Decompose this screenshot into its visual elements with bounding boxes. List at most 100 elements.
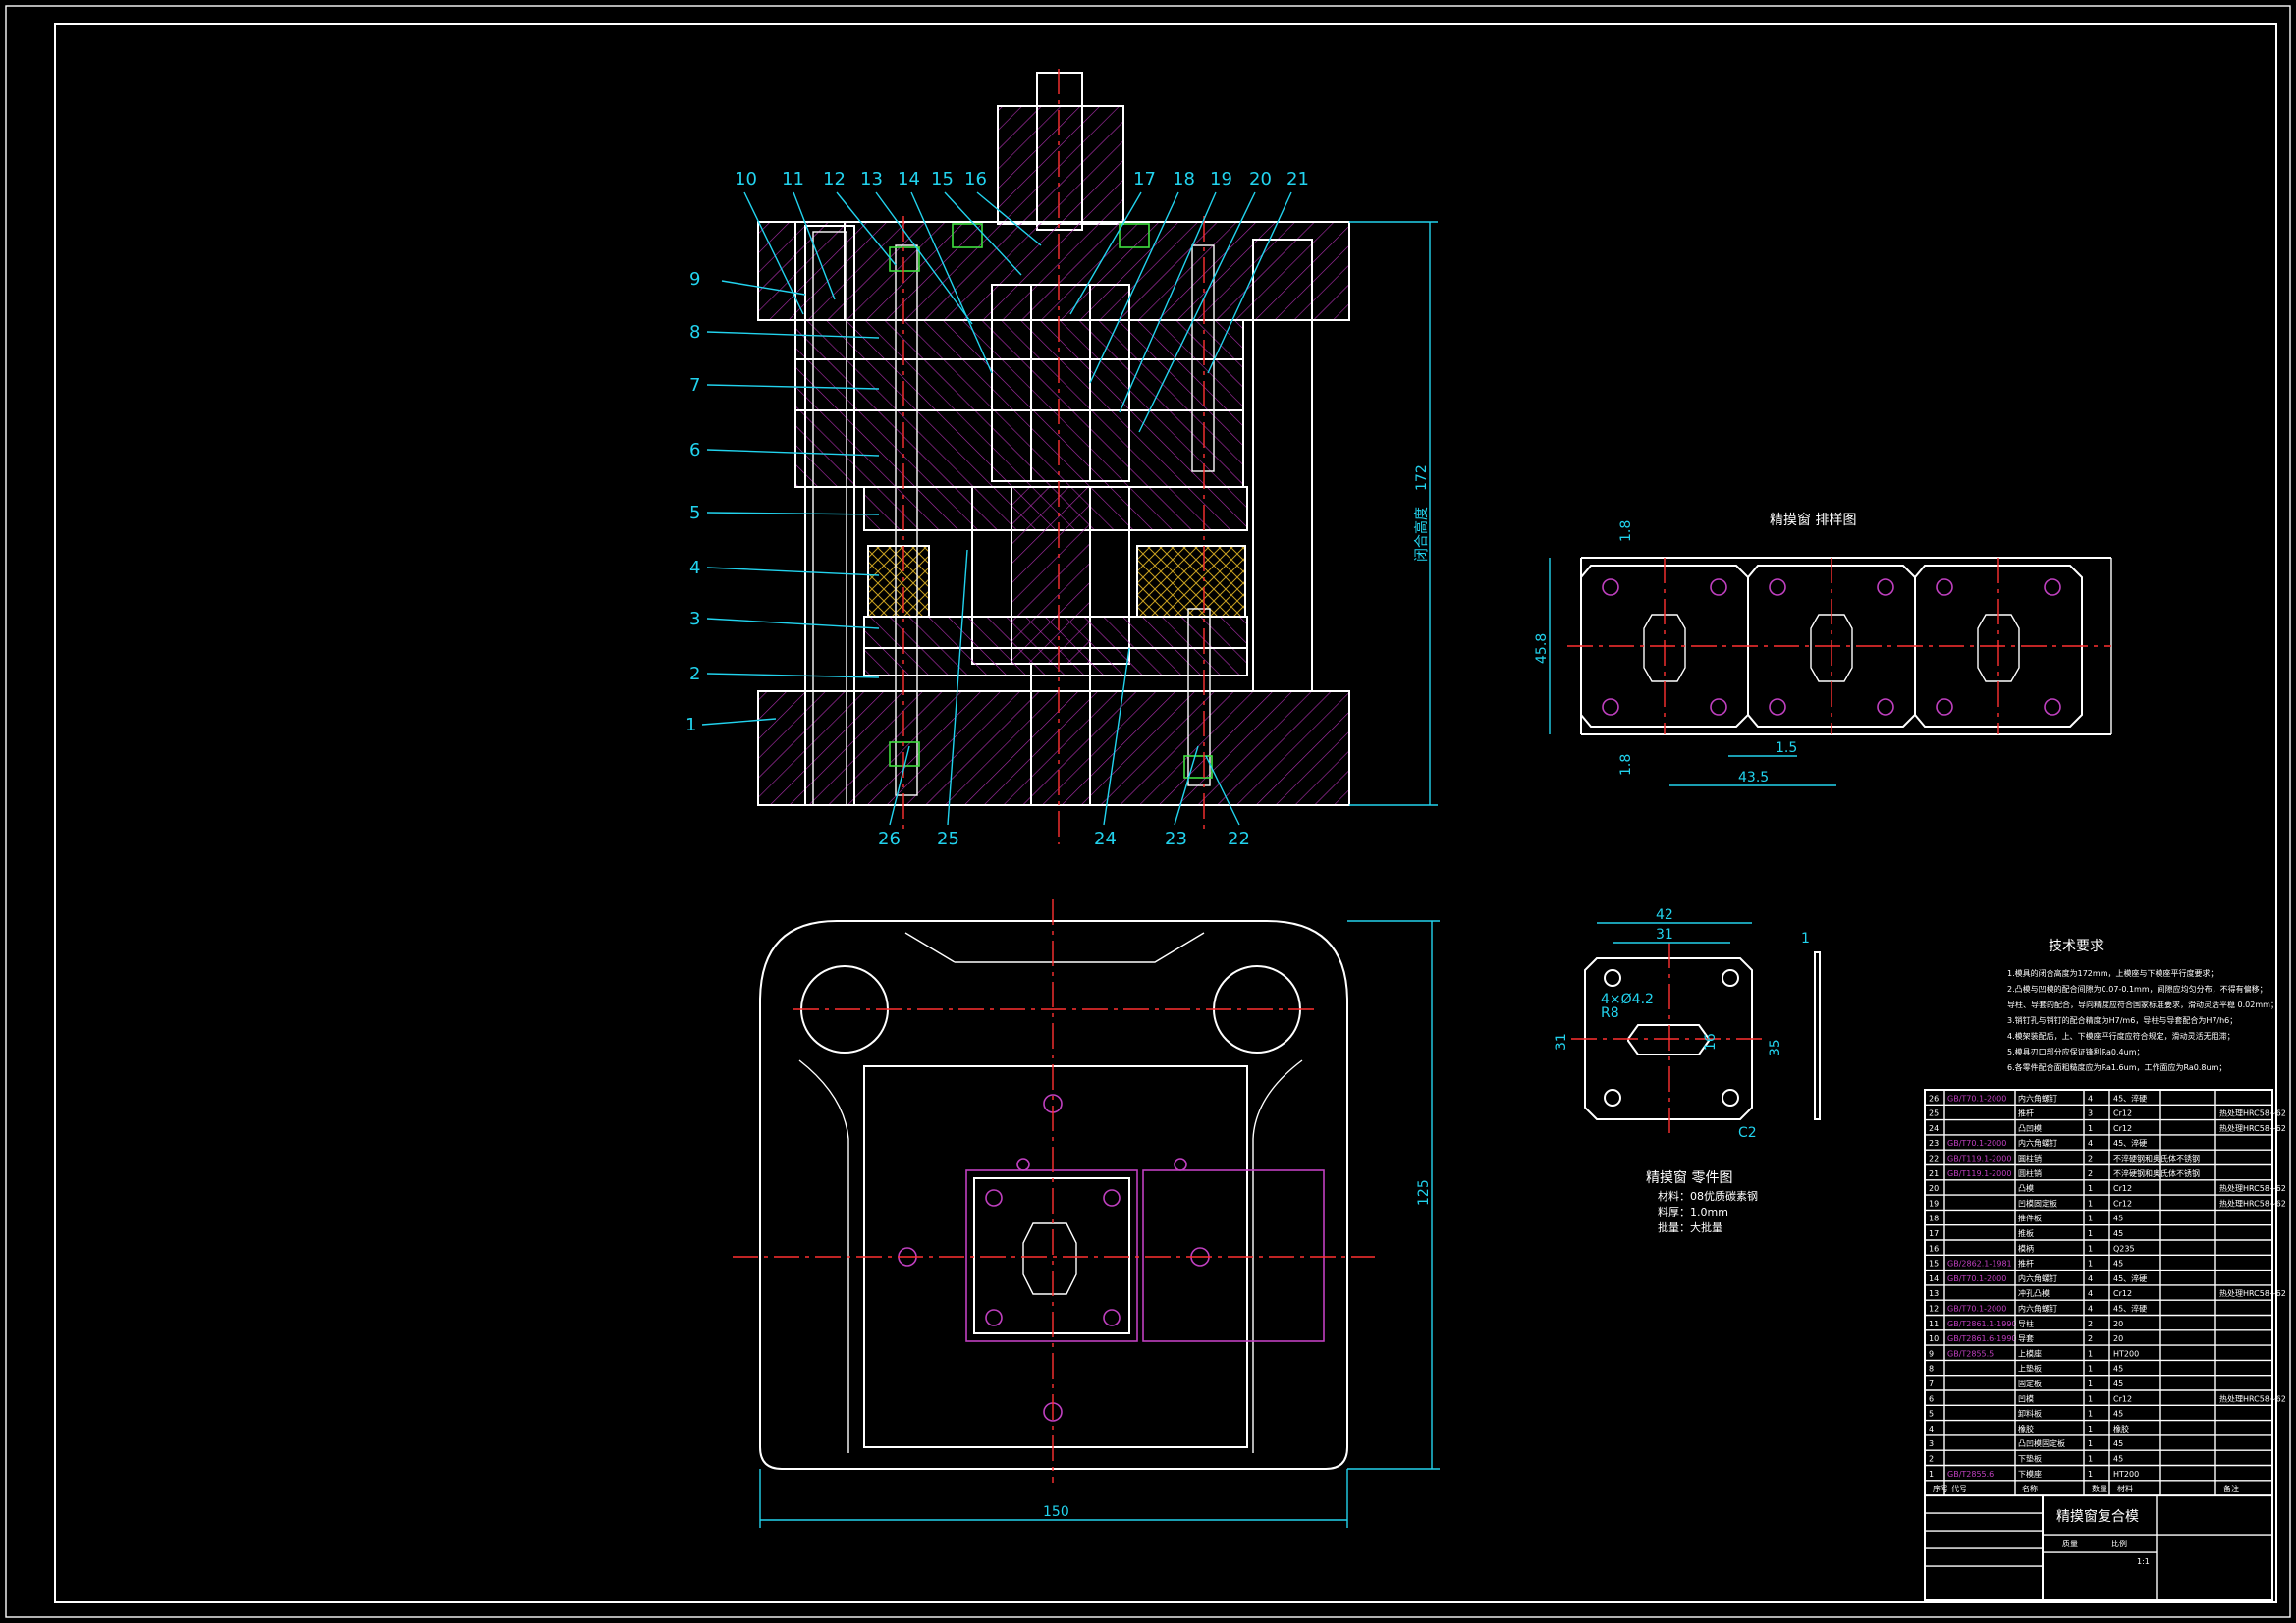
- bom-cell: 热处理HRC58~62: [2219, 1123, 2286, 1133]
- bom-cell: 4: [2088, 1094, 2093, 1103]
- layout-gap-value: 1.5: [1776, 740, 1797, 756]
- label-11: 11: [782, 169, 804, 189]
- layout-top-value: 1.8: [1618, 520, 1634, 542]
- bom-cell: 26: [1929, 1094, 1939, 1103]
- bom-cell: 45、淬硬: [2113, 1304, 2147, 1314]
- label-12: 12: [823, 169, 846, 189]
- plan-width-value: 150: [1043, 1504, 1069, 1520]
- bom-cell: 1: [2088, 1380, 2093, 1388]
- label-16: 16: [964, 169, 987, 189]
- bom-cell: GB/T70.1-2000: [1947, 1274, 2006, 1283]
- inner-border: [54, 23, 2277, 1603]
- label-8: 8: [689, 322, 700, 343]
- bom-cell: 热处理HRC58~62: [2219, 1183, 2286, 1193]
- tech-req-title: 技术要求: [2049, 939, 2104, 954]
- label-25: 25: [937, 829, 959, 849]
- outer-border: [5, 5, 2291, 1618]
- bom-cell: GB/T2861.6-1990: [1947, 1334, 2017, 1343]
- layout-h-value: 45.8: [1534, 633, 1550, 664]
- bom-cell: 8: [1929, 1365, 1934, 1374]
- bom-cell: 模柄: [2018, 1243, 2034, 1253]
- bom-cell: 4: [2088, 1274, 2093, 1283]
- bom-cell: 冲孔凸模: [2018, 1288, 2050, 1298]
- part-batch: 批量：大批量: [1658, 1220, 1722, 1234]
- bom-header-cell: 代号: [1951, 1484, 1967, 1493]
- bom-cell: 5: [1929, 1410, 1934, 1419]
- bom-cell: 橡胶: [2113, 1424, 2129, 1434]
- bom-cell: GB/T70.1-2000: [1947, 1139, 2006, 1148]
- label-5: 5: [689, 503, 700, 523]
- label-19: 19: [1210, 169, 1232, 189]
- bom-cell: 45: [2113, 1215, 2123, 1223]
- label-2: 2: [689, 664, 700, 684]
- plan-view: [733, 899, 1375, 1483]
- part-right-h: 35: [1768, 1039, 1783, 1056]
- scale-value: 1:1: [2137, 1557, 2150, 1566]
- bom-cell: 上模座: [2018, 1348, 2042, 1358]
- tech-requirements: 技术要求 1.模具的闭合高度为172mm，上模座与下模座平行度要求； 2.凸模与…: [2007, 939, 2278, 1072]
- bom-cell: 20: [2113, 1320, 2123, 1328]
- bom-cell: 1: [2088, 1439, 2093, 1448]
- part-chamfer: C2: [1738, 1125, 1757, 1141]
- bom-cell: 橡胶: [2018, 1424, 2034, 1434]
- bom-cell: 45: [2113, 1380, 2123, 1388]
- bom-cell: 4: [2088, 1305, 2093, 1314]
- bom-cell: 固定板: [2018, 1379, 2042, 1388]
- bom-cell: 热处理HRC58~62: [2219, 1198, 2286, 1208]
- bom-cell: 1: [2088, 1425, 2093, 1434]
- bom-cell: 1: [2088, 1455, 2093, 1464]
- label-15: 15: [931, 169, 954, 189]
- closed-height-label: 闭合高度: [1413, 507, 1430, 562]
- bom-cell: Cr12: [2113, 1199, 2132, 1208]
- bom-header-cell: 数量: [2092, 1484, 2107, 1493]
- bom-cell: 4: [2088, 1139, 2093, 1148]
- bom-cell: 内六角螺钉: [2018, 1273, 2057, 1283]
- mass-label: 质量: [2062, 1539, 2078, 1548]
- part-hole-callout: 4×Ø4.2: [1601, 992, 1654, 1007]
- label-7: 7: [689, 375, 700, 396]
- bom-cell: 25: [1929, 1109, 1939, 1118]
- bom-cell: 45: [2113, 1410, 2123, 1419]
- plan-height-value: 125: [1416, 1179, 1432, 1206]
- bom-cell: 推件板: [2018, 1214, 2042, 1223]
- bom-cell: 2: [2088, 1155, 2093, 1163]
- bom-cell: 1: [2088, 1215, 2093, 1223]
- tech-req-item-7: 6.各零件配合面粗糙度应为Ra1.6um，工作面应为Ra0.8um；: [2007, 1062, 2226, 1072]
- bom-cell: 凹模固定板: [2018, 1198, 2057, 1208]
- label-18: 18: [1173, 169, 1195, 189]
- bom-cell: 凹模: [2018, 1393, 2034, 1403]
- label-14: 14: [898, 169, 920, 189]
- bom-cell: 1: [1929, 1470, 1934, 1479]
- label-17: 17: [1133, 169, 1156, 189]
- section-labels: 10 9 8 7 6 5 4 3 2 1 11 12 13 14 15 16 1…: [685, 169, 1309, 849]
- bom-cell: Cr12: [2113, 1394, 2132, 1403]
- bom-cell: 圆柱销: [2018, 1168, 2042, 1178]
- bom-cell: 11: [1929, 1320, 1939, 1328]
- bom-cell: 不淬硬钢和奥氏体不锈钢: [2113, 1168, 2200, 1178]
- label-9: 9: [689, 269, 700, 290]
- bom-cell: 内六角螺钉: [2018, 1138, 2057, 1148]
- bom-cell: 热处理HRC58~62: [2219, 1109, 2286, 1118]
- bom-cell: 45、淬硬: [2113, 1138, 2147, 1148]
- part-material: 材料：08优质碳素钢: [1658, 1189, 1758, 1203]
- bom-cell: 22: [1929, 1155, 1939, 1163]
- bom-cell: 45: [2113, 1455, 2123, 1464]
- scale-label: 比例: [2111, 1539, 2127, 1548]
- bom-cell: 内六角螺钉: [2018, 1093, 2057, 1103]
- bom-cell: 1: [2088, 1124, 2093, 1133]
- label-1: 1: [685, 715, 696, 735]
- tech-req-item-6: 5.模具刃口部分应保证锋利Ra0.4um；: [2007, 1047, 2145, 1056]
- part-title: 精摸窗 零件图: [1646, 1169, 1732, 1186]
- bom-cell: 19: [1929, 1199, 1939, 1208]
- bom-cell: Cr12: [2113, 1109, 2132, 1118]
- bom-cell: GB/T119.1-2000: [1947, 1169, 2011, 1178]
- bom-cell: GB/T2861.1-1990: [1947, 1320, 2017, 1328]
- bom-cell: 导柱: [2018, 1319, 2034, 1328]
- label-20: 20: [1249, 169, 1272, 189]
- part-d1: 42: [1656, 907, 1673, 923]
- bom-cell: 下垫板: [2018, 1454, 2042, 1464]
- label-22: 22: [1228, 829, 1250, 849]
- bom-cell: 45、淬硬: [2113, 1093, 2147, 1103]
